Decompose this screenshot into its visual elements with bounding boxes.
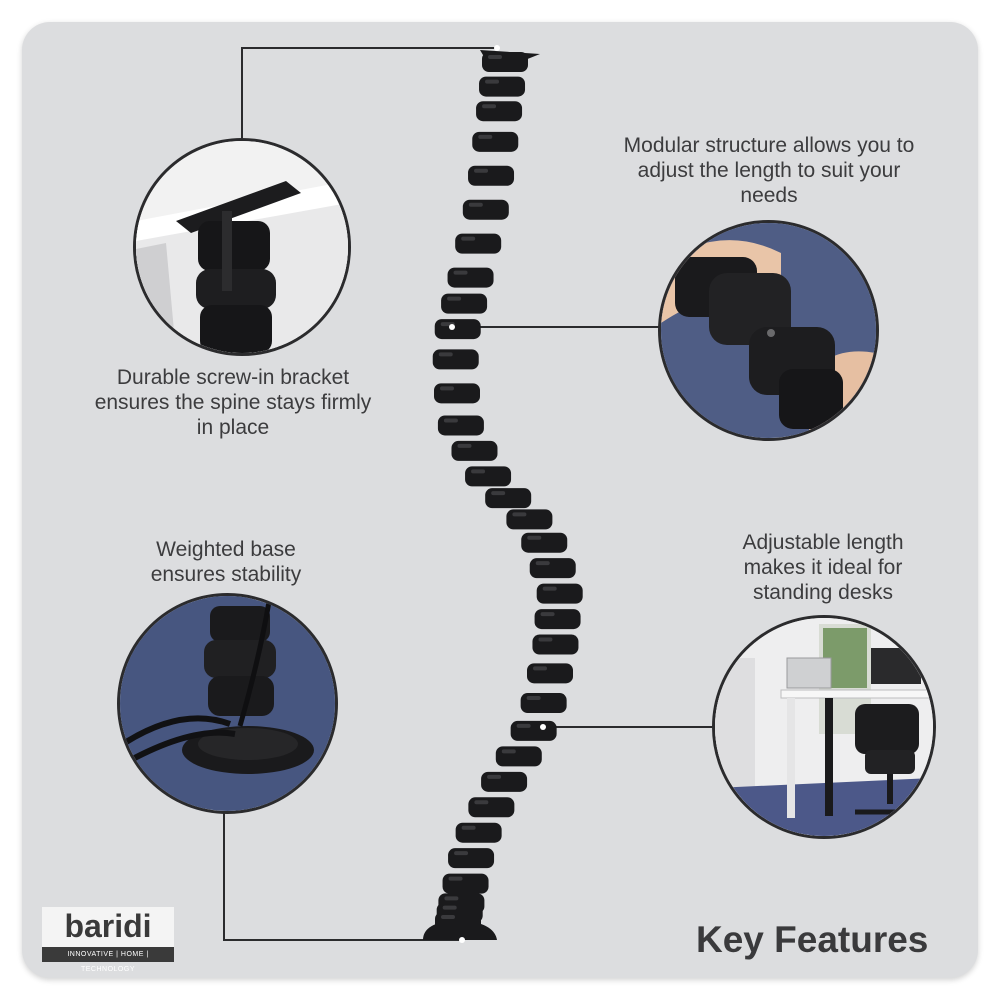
spine-segments [432, 52, 583, 932]
spine-segment-highlight [457, 443, 472, 448]
spine-segment [506, 509, 553, 530]
modular-dot [449, 324, 455, 330]
spine-segment [532, 634, 579, 655]
spine-segment-highlight [471, 469, 486, 474]
spine-segment-highlight [488, 55, 502, 59]
spine-segment [472, 131, 519, 152]
spine-segment-highlight [442, 905, 457, 910]
spine-segment-highlight [527, 535, 542, 540]
bracket-image [136, 141, 348, 353]
spine-segment [479, 76, 526, 97]
spine-segment-highlight [487, 774, 502, 779]
spine-segment [521, 532, 568, 553]
spine-segment [529, 558, 576, 579]
desk-image [715, 618, 933, 836]
spine-segment-highlight [461, 236, 476, 241]
base-callout: Weighted base ensures stability [150, 538, 302, 586]
spine-segment [485, 488, 532, 509]
spine-segment-highlight [438, 352, 453, 357]
spine-segment [495, 746, 542, 767]
spine-segment-highlight [485, 79, 500, 84]
spine-segment-highlight [443, 418, 458, 423]
spine-segment-highlight [474, 168, 489, 173]
base-image [120, 596, 335, 811]
brand-logo: baridi INNOVATIVE | HOME | TECHNOLOGY [42, 907, 174, 973]
spine-segment-highlight [440, 386, 454, 391]
spine-segment-highlight [454, 851, 469, 856]
spine-segment-highlight [516, 723, 531, 728]
brand-tagline: INNOVATIVE | HOME | TECHNOLOGY [42, 947, 174, 973]
spine-segment [510, 720, 557, 741]
modular-image [661, 223, 876, 438]
spine-segment [441, 293, 488, 314]
spine-segment-highlight [453, 270, 468, 275]
spine-segment [482, 52, 528, 72]
spine-segment [432, 349, 479, 370]
spine-segment-highlight [542, 586, 557, 591]
spine-segment-highlight [448, 876, 463, 881]
spine-segment [536, 583, 583, 604]
spine-segment-highlight [468, 202, 483, 207]
spine-segment [447, 267, 494, 288]
spine-segment [462, 199, 509, 220]
spine-segment-highlight [533, 666, 547, 671]
modular-photo [658, 220, 879, 441]
brand-name: baridi [64, 908, 152, 944]
spine-segment [437, 415, 484, 436]
spine-segment-highlight [474, 800, 489, 805]
spine-base [423, 920, 497, 940]
modular-callout: Modular structure allows you to adjust t… [623, 134, 915, 207]
spine-segment-highlight [461, 825, 476, 830]
spine-segment [476, 101, 523, 122]
bracket-dot [494, 45, 500, 51]
base-photo [117, 593, 338, 814]
spine-segment-highlight [444, 896, 459, 901]
spine-segment [442, 873, 489, 894]
spine-segment-highlight [512, 512, 527, 517]
spine-segment-highlight [538, 637, 553, 642]
spine-segment [448, 848, 495, 869]
spine-segment-highlight [540, 612, 555, 617]
spine-segment [455, 822, 502, 843]
spine-segment-highlight [526, 696, 541, 701]
spine-segment [451, 440, 498, 461]
spine-segment-highlight [501, 749, 516, 754]
spine-segment-highlight [491, 491, 506, 496]
spine-segment [455, 233, 502, 254]
base-dot [459, 937, 465, 943]
bracket-connector-line [241, 47, 497, 138]
spine-segment-highlight [535, 561, 550, 566]
adjustable-dot [540, 724, 546, 730]
spine-segment [468, 797, 515, 818]
spine-segment [520, 693, 567, 714]
bracket-photo [133, 138, 351, 356]
spine-segment-highlight [447, 296, 462, 301]
key-features-heading: Key Features [696, 919, 929, 960]
desk-photo [712, 615, 936, 839]
bracket-callout: Durable screw-in bracket ensures the spi… [94, 366, 372, 439]
spine-segment [434, 319, 481, 340]
spine-segment [465, 466, 512, 487]
spine-segment [468, 165, 515, 186]
spine-segment [481, 771, 528, 792]
spine-segment [527, 663, 573, 684]
spine-segment-highlight [482, 104, 497, 109]
spine-segment [534, 609, 581, 630]
spine-segment [434, 383, 480, 404]
spine-segment-highlight [478, 134, 493, 139]
base-connector-line [223, 812, 462, 941]
spine-segment-highlight [441, 915, 455, 919]
adjustable-callout: Adjustable length makes it ideal for sta… [742, 531, 904, 604]
